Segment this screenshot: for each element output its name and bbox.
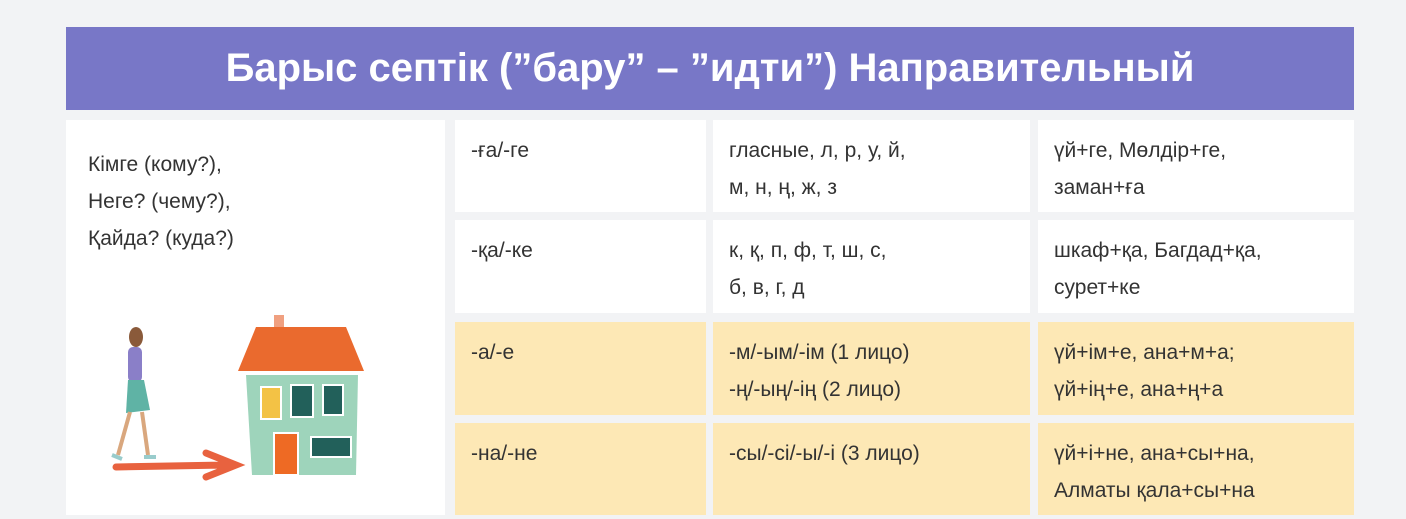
example-cell: шкаф+қа, Багдад+қа, сурет+ке: [1038, 220, 1354, 313]
example: Алматы қала+сы+на: [1054, 479, 1255, 502]
arrow-icon: [112, 449, 246, 481]
condition: -м/-ым/-ім (1 лицо): [729, 341, 910, 364]
suffix-cell: -на/-не: [455, 423, 706, 515]
suffix: -ға/-ге: [471, 139, 530, 162]
suffix: -қа/-ке: [471, 239, 533, 262]
page-title: Барыс септік (”бару” – ”идти”) Направите…: [225, 46, 1195, 90]
title-banner: Барыс септік (”бару” – ”идти”) Направите…: [66, 27, 1354, 110]
condition-cell: гласные, л, р, у, й, м, н, ң, ж, з: [713, 120, 1030, 212]
example: шкаф+қа, Багдад+қа,: [1054, 239, 1262, 262]
condition-cell: -сы/-сі/-ы/-і (3 лицо): [713, 423, 1030, 515]
questions-panel: Кімге (кому?), Неге? (чему?), Қайда? (ку…: [66, 120, 445, 515]
condition: б, в, г, д: [729, 276, 805, 299]
example-cell: үй+ім+е, ана+м+а; үй+ің+е, ана+ң+а: [1038, 322, 1354, 415]
condition: гласные, л, р, у, й,: [729, 139, 906, 162]
walking-to-house-illustration: [111, 315, 364, 481]
example: үй+і+не, ана+сы+на,: [1054, 442, 1255, 465]
suffix-cell: -а/-е: [455, 322, 706, 415]
example: үй+ім+е, ана+м+а;: [1054, 341, 1235, 364]
suffix-cell: -қа/-ке: [455, 220, 706, 313]
condition: -сы/-сі/-ы/-і (3 лицо): [729, 442, 920, 465]
suffix-cell: -ға/-ге: [455, 120, 706, 212]
question: Кімге (кому?),: [88, 153, 222, 176]
condition-cell: -м/-ым/-ім (1 лицо) -ң/-ың/-ің (2 лицо): [713, 322, 1030, 415]
example: заман+ға: [1054, 176, 1145, 199]
condition: м, н, ң, ж, з: [729, 176, 837, 199]
suffix: -на/-не: [471, 442, 538, 465]
condition: -ң/-ың/-ің (2 лицо): [729, 378, 901, 401]
example-cell: үй+ге, Мөлдір+ге, заман+ға: [1038, 120, 1354, 212]
suffix: -а/-е: [471, 341, 515, 364]
example-cell: үй+і+не, ана+сы+на, Алматы қала+сы+на: [1038, 423, 1354, 515]
example: үй+ің+е, ана+ң+а: [1054, 378, 1224, 401]
question: Неге? (чему?),: [88, 190, 231, 213]
question: Қайда? (куда?): [88, 227, 234, 250]
condition-cell: к, қ, п, ф, т, ш, с, б, в, г, д: [713, 220, 1030, 313]
example: үй+ге, Мөлдір+ге,: [1054, 139, 1227, 162]
house-icon: [238, 315, 364, 476]
condition: к, қ, п, ф, т, ш, с,: [729, 239, 887, 262]
example: сурет+ке: [1054, 276, 1141, 299]
questions: Кімге (кому?), Неге? (чему?), Қайда? (ку…: [88, 146, 234, 257]
woman-walking-icon: [111, 327, 156, 461]
